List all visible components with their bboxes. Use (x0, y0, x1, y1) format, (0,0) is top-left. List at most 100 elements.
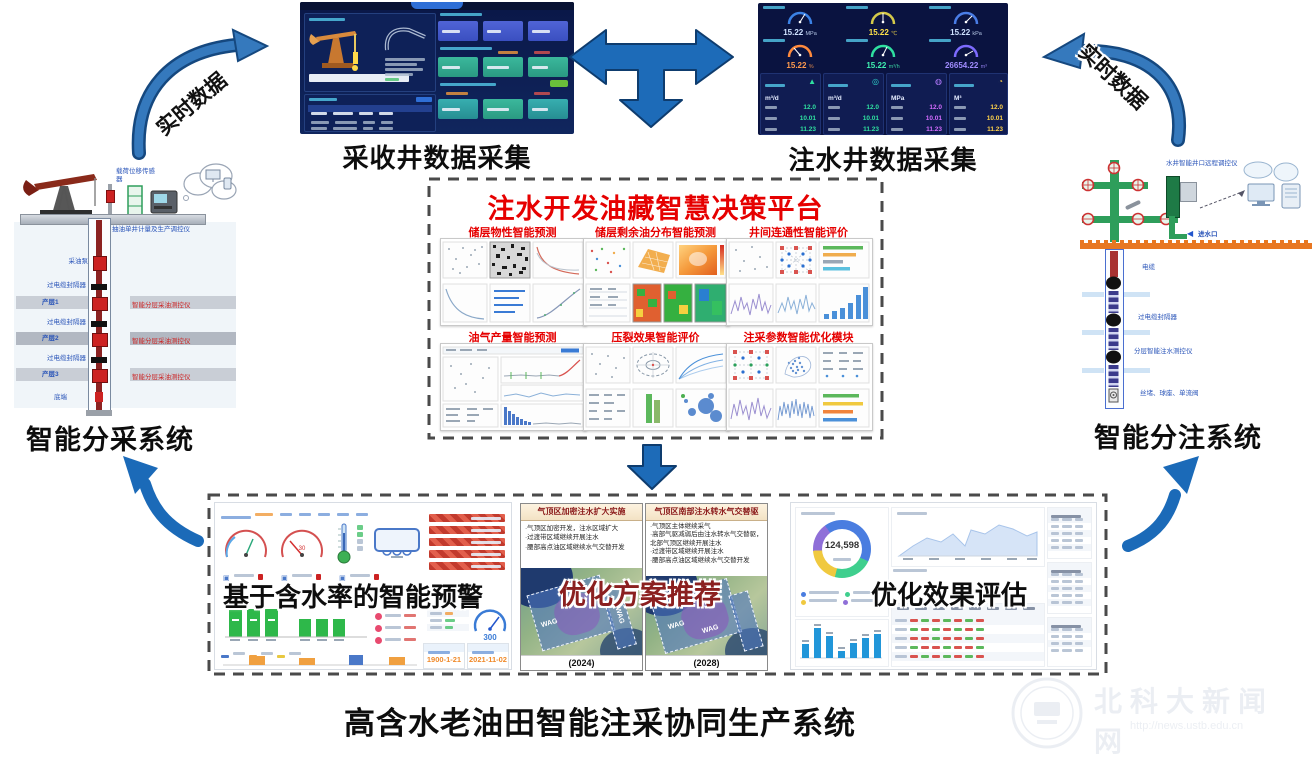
down-arrow-icon (627, 444, 677, 490)
warning-overlay-title: 基于含水率的智能预警 (223, 582, 484, 612)
stratum-band (16, 332, 88, 345)
dial-icon: ◔ (998, 77, 1003, 86)
rod-sensor (106, 190, 115, 203)
separate-production-diagram: 载荷位移传感器 抽油单井计量及生产调控仪 采油泵 过电缆封隔器 产层1 (12, 156, 238, 416)
svg-text:30: 30 (299, 546, 306, 552)
injection-stat-column: ◎ m³/d 12.0 10.01 11.23 12.0 (823, 73, 884, 135)
production-stats-column: ⊕ 1.47 ⊕ 17.00 ⊕ 70.13 ⊙ 4.28 ⊙ 45.00 ⊙ … (438, 13, 570, 130)
plan-bullet: ·气顶区加密开发，注水区域扩大 (525, 525, 619, 532)
wellhead-regulator (1166, 176, 1180, 218)
gauge-unit: kPa (972, 31, 982, 37)
gauge-value: 26654.22 (944, 61, 979, 70)
cable-label: 电缆 (1142, 264, 1155, 271)
gauge-value: 15.22 (950, 28, 971, 37)
separate-injection-diagram: 水井智能井口远程调控仪 ◀ 进水口 (1080, 152, 1312, 414)
column-value: 11.23 (987, 126, 1003, 133)
pump-motor-icon (374, 528, 420, 558)
zonal-tool-label: 智能分层采油测控仪 (132, 374, 191, 381)
injection-tool-label: 分层智能注水测控仪 (1134, 348, 1193, 355)
regulator-box (1180, 182, 1197, 202)
plan-bullet: ·过渡带区域继续开展注水 (525, 534, 599, 542)
injection-well-dashboard-screenshot: 15.22 MPa 15.22 ℃ 15.22 kPa 15.22 % 15.2… (758, 3, 1008, 135)
zonal-tool (92, 369, 108, 383)
zone-bars-chart (225, 609, 367, 641)
gauge-cell: 15.22 m³/h (842, 37, 924, 70)
plan-card-caption: (2028) (646, 655, 767, 670)
packer-label: 过电缆封隔器 (47, 319, 86, 326)
column-value: 11.23 (863, 126, 879, 133)
injection-stat-column: ◍ MPa 12.0 10.01 11.23 12.0 (886, 73, 947, 135)
production-table-panel (304, 94, 436, 132)
platform-dashed-border (427, 177, 884, 440)
bottom-label: 底端 (54, 394, 67, 401)
triangle-icon: ▲ (808, 77, 816, 86)
column-value: 12.0 (803, 104, 816, 111)
module-title: 油气产量智能预测 (468, 332, 557, 344)
realtime-data-label-right: 实时数据 (1073, 40, 1152, 115)
stats-green-button (550, 80, 568, 87)
alert-bar (429, 550, 505, 558)
t-arrow-icon (569, 29, 734, 128)
module-panel-parameter-optimization (726, 343, 873, 431)
bottom-left-arrowhead-icon (123, 456, 158, 494)
bottom-dashed-border (207, 493, 1108, 676)
packer-label: 过电缆封隔器 (47, 355, 86, 362)
stat-card: ⊙ 80.23 (483, 99, 523, 119)
alert-stack (429, 514, 505, 574)
gauge-cell: 15.22 MPa (759, 4, 841, 37)
bottom-system-caption: 高含水老油田智能注采协同生产系统 (344, 706, 856, 741)
well-info-rows (385, 56, 431, 83)
inlet-arrow-icon: ◀ (1187, 229, 1194, 238)
gauge-unit: % (808, 64, 814, 70)
gauge-unit: MPa (805, 31, 817, 37)
stat-card: ⊙ 10.32 (528, 57, 568, 77)
eval-tables-column (1047, 507, 1092, 667)
eval-overlay-title: 优化效果评估 (871, 580, 1028, 610)
well-overview-panel (304, 13, 436, 92)
collaborative-system-panel: 30 ▣ (207, 493, 1108, 676)
left-system-caption: 智能分采系统 (26, 425, 194, 455)
stratum-mark (1082, 292, 1104, 297)
layer-label: 产层3 (42, 371, 59, 378)
module-panel-reservoir-property (440, 238, 587, 326)
watercut-gauge-icon: 30 (281, 529, 323, 558)
stratum-band (130, 332, 236, 345)
stratum-band (130, 368, 236, 381)
donut-value: 124,598 (824, 540, 860, 551)
flow-pipe-diagram-icon (384, 27, 426, 51)
plan-map-2028: WAG WAG (646, 576, 767, 656)
bottom-assembly-label: 丝堵、球座、单流阀 (1140, 390, 1199, 397)
donut-center: 124,598 (822, 529, 862, 569)
thermometer-icon (337, 523, 351, 564)
speed-gauge-value: 300 (483, 633, 497, 642)
gauge-cell: 15.22 % (759, 37, 841, 70)
column-value: 12.0 (929, 104, 942, 111)
plan-overlay-title: 优化方案推荐 (559, 580, 721, 610)
platform-title: 注水开发油藏智慧决策平台 (487, 194, 824, 224)
right-system-caption: 智能分注系统 (1094, 423, 1262, 453)
realtime-data-label-left: 实时数据 (152, 68, 232, 141)
gauge-value: 15.22 (868, 28, 889, 37)
compare-table-card (891, 603, 1045, 667)
pumpjack-illustration-icon (309, 31, 358, 71)
date-card: 2021-11-02 (467, 643, 509, 669)
stat-card: ⊕ 1.58 (528, 99, 568, 119)
column-value: 10.01 (925, 115, 942, 122)
tubing-string (96, 220, 102, 412)
module-panel-production-forecast (440, 343, 587, 431)
module-title: 注采参数智能优化模块 (743, 332, 854, 344)
ground-surface (1080, 243, 1312, 249)
stat-card: ⊕ 12.77 (438, 99, 478, 119)
module-panel-connectivity (726, 238, 873, 326)
watermark-site-name: 北科大新闻网 (1094, 687, 1275, 758)
column-value: 11.23 (800, 126, 816, 133)
stat-card: ⊕ 70.13 (528, 21, 568, 41)
date-card: 1900-1-21 (423, 643, 465, 669)
donut-legend (801, 584, 879, 605)
column-value: 12.0 (990, 104, 1003, 111)
plan-bullet: ·腰部高点油区域继续水气交替开发 (650, 556, 750, 564)
alert-bar (429, 514, 505, 522)
production-dashboard-caption: 采收井数据采集 (342, 143, 532, 173)
bottom-right-arrowhead-icon (1163, 456, 1199, 494)
plan-bullet: ·腰部高点油区域继续水气交替开发 (525, 543, 625, 551)
